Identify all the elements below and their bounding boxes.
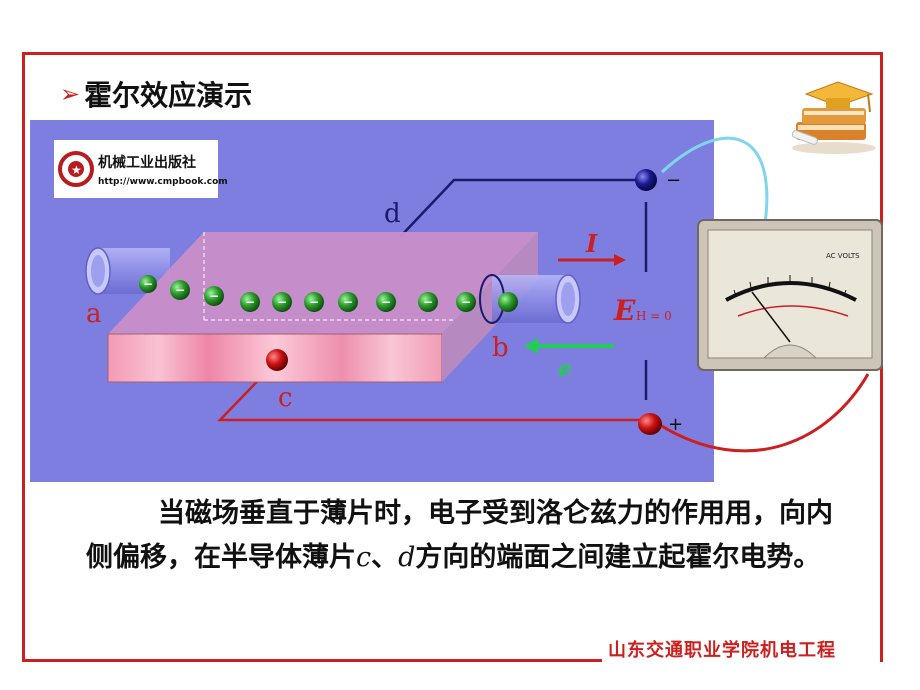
- svg-text:−: −: [209, 289, 219, 303]
- frame-left-border: [22, 52, 25, 662]
- electron-label: e: [558, 356, 572, 382]
- paragraph-d: d: [398, 542, 416, 573]
- wire-d: [399, 178, 642, 238]
- electron: [272, 292, 292, 312]
- terminal-c: [266, 349, 288, 371]
- electron: [376, 292, 396, 312]
- electron: [418, 292, 438, 312]
- books-graduation-cap-icon: [791, 81, 876, 154]
- electron: [139, 275, 157, 293]
- electron: [170, 280, 190, 300]
- label-d: d: [384, 199, 401, 229]
- paragraph-text-2: 方向的端面之间建立起霍尔电势。: [415, 542, 821, 573]
- label-c: c: [278, 383, 293, 413]
- meter-scale: [725, 281, 857, 302]
- plus-sign: +: [668, 414, 683, 435]
- plate-side: [442, 232, 538, 382]
- svg-text:−: −: [309, 295, 319, 309]
- wire-meter-blue: [660, 136, 769, 261]
- electrode-b: [479, 274, 581, 324]
- label-b: b: [492, 333, 509, 363]
- electron: [498, 292, 518, 312]
- terminal-plus: [638, 413, 662, 435]
- label-a: a: [86, 299, 102, 329]
- minus-sign: −: [666, 170, 681, 191]
- electron: [204, 286, 224, 306]
- meter-needle: [751, 291, 791, 343]
- logo-url: http://www.cmpbook.com: [98, 177, 228, 187]
- arrow-bullet-icon: ➢: [60, 80, 81, 108]
- current-arrow-head-icon: [614, 254, 626, 266]
- wire-c: [217, 363, 642, 422]
- svg-text:−: −: [461, 295, 471, 309]
- terminal-minus: [635, 169, 657, 191]
- current-label: I: [585, 229, 598, 258]
- svg-text:−: −: [143, 277, 153, 291]
- hall-subscript: H = 0: [636, 309, 672, 323]
- hall-label: E: [613, 294, 636, 327]
- frame-bottom-border: [22, 659, 602, 662]
- explanation-paragraph: 当磁场垂直于薄片时，电子受到洛仑兹力的作用用，向内侧偏移，在半导体薄片c、d方向…: [86, 492, 846, 580]
- meter-label: AC VOLTS: [826, 252, 860, 260]
- paragraph-sep: 、: [371, 542, 399, 573]
- slide-title: 霍尔效应演示: [84, 79, 253, 112]
- electron-arrow-head-icon: [524, 338, 538, 354]
- svg-text:−: −: [343, 295, 353, 309]
- footer-institution: 山东交通职业学院机电工程: [608, 640, 836, 661]
- paragraph-c: c: [356, 542, 372, 573]
- electrons: − − − − − − − − − −: [139, 275, 518, 312]
- svg-text:−: −: [277, 295, 287, 309]
- frame-top-border: [22, 52, 882, 55]
- hall-effect-diagram: ★ 机械工业出版社 http://www.cmpbook.com: [30, 120, 883, 482]
- electron: [240, 292, 260, 312]
- logo-name: 机械工业出版社: [98, 154, 196, 171]
- publisher-logo: ★ 机械工业出版社 http://www.cmpbook.com: [54, 140, 228, 198]
- slide-heading: ➢ 霍尔效应演示: [60, 74, 252, 114]
- electron: [456, 292, 476, 312]
- electron: [338, 292, 358, 312]
- svg-text:−: −: [245, 295, 255, 309]
- voltmeter: AC VOLTS: [697, 219, 883, 371]
- electron: [304, 292, 324, 312]
- wire-meter-red: [659, 373, 870, 453]
- svg-text:−: −: [381, 295, 391, 309]
- svg-text:−: −: [175, 283, 185, 297]
- meter-scale-red: [737, 305, 849, 317]
- svg-text:−: −: [423, 295, 433, 309]
- logo-star-icon: ★: [71, 163, 82, 177]
- paragraph-text-1: 当磁场垂直于薄片时，电子受到洛仑兹力的作用用，向内侧偏移，在半导体薄片: [86, 498, 833, 573]
